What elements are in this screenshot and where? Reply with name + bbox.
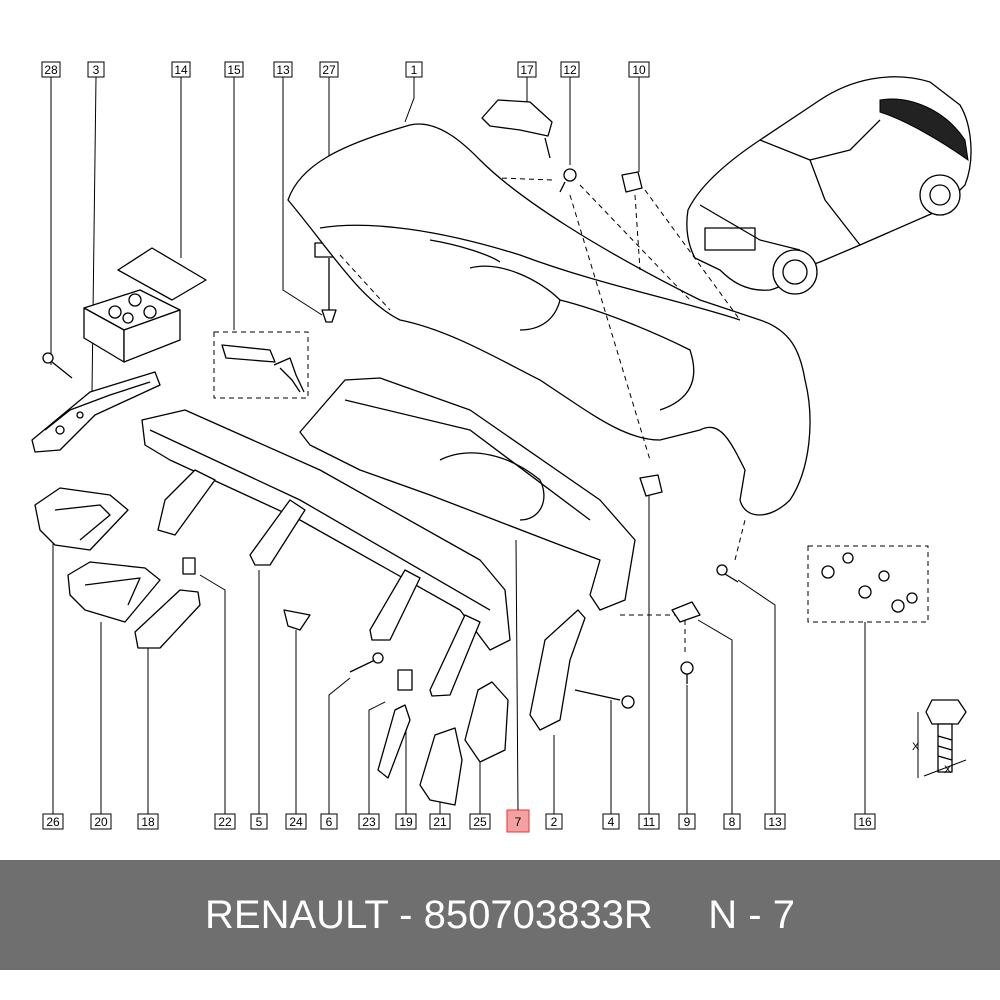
part-21-bracket[interactable]	[419, 727, 463, 806]
part-4-bolts[interactable]	[574, 689, 635, 709]
svg-text:4: 4	[608, 815, 615, 829]
leader-lines-bottom	[52, 495, 866, 814]
svg-text:18: 18	[141, 815, 155, 829]
part-label-7-highlighted[interactable]: 7	[506, 809, 530, 833]
assembly-dash-lines	[339, 177, 746, 655]
part-label-20[interactable]: 20	[90, 813, 112, 830]
svg-text:13: 13	[276, 63, 290, 77]
svg-text:11: 11	[643, 815, 656, 829]
svg-text:19: 19	[399, 815, 413, 829]
part-label-21[interactable]: 21	[429, 813, 451, 830]
part-25-bracket[interactable]	[464, 681, 509, 763]
part-17-bracket[interactable]	[481, 99, 553, 159]
part-label-26[interactable]: 26	[42, 813, 64, 830]
part-label-13-top[interactable]: 13	[273, 61, 293, 78]
part-label-25[interactable]: 25	[469, 813, 491, 830]
kit-16-frame	[807, 545, 929, 623]
part-label-12[interactable]: 12	[560, 61, 580, 78]
dimension-label-width: X	[944, 764, 952, 776]
part-label-10[interactable]: 10	[628, 61, 650, 78]
part-5-bumper-beam[interactable]	[141, 409, 511, 697]
svg-text:27: 27	[322, 63, 336, 77]
bolt-dimension-detail: X X	[912, 699, 967, 778]
part-13-screw[interactable]	[716, 564, 739, 583]
part-18-bracket[interactable]	[134, 589, 201, 649]
part-3-bracket[interactable]	[31, 371, 161, 453]
svg-text:9: 9	[684, 815, 691, 829]
part-8-clip[interactable]	[671, 601, 701, 623]
part-20-reflector[interactable]	[67, 561, 161, 623]
parts-diagram: 28 3 14 15 13 27 1 17 12 10 26 20 18 22 …	[31, 61, 972, 833]
svg-text:21: 21	[433, 815, 447, 829]
part-label-15[interactable]: 15	[224, 61, 244, 78]
svg-text:22: 22	[218, 815, 232, 829]
part-label-2[interactable]: 2	[545, 813, 563, 830]
part-label-11[interactable]: 11	[638, 813, 660, 830]
part-number-caption: RENAULT - 850703833R N - 7	[205, 893, 795, 937]
part-23-bracket[interactable]	[377, 704, 411, 779]
svg-text:26: 26	[46, 815, 60, 829]
part-14-box[interactable]	[83, 247, 207, 363]
svg-text:3: 3	[93, 63, 100, 77]
part-24-clip[interactable]	[283, 609, 311, 631]
svg-text:16: 16	[858, 815, 872, 829]
svg-text:12: 12	[563, 63, 577, 77]
svg-text:5: 5	[256, 815, 263, 829]
part-10-nut[interactable]	[621, 171, 643, 193]
part-label-27[interactable]: 27	[319, 61, 339, 78]
part-label-3[interactable]: 3	[87, 61, 105, 78]
part-label-17[interactable]: 17	[517, 61, 537, 78]
kit-15-frame	[213, 331, 309, 399]
part-22-clip[interactable]	[182, 557, 196, 575]
part-label-13-bottom[interactable]: 13	[764, 813, 786, 830]
part-2-side-bracket[interactable]	[529, 609, 586, 731]
part-label-9[interactable]: 9	[678, 813, 696, 830]
part-12-clip[interactable]	[559, 168, 577, 193]
part-label-1[interactable]: 1	[405, 61, 423, 78]
part-label-14[interactable]: 14	[171, 61, 191, 78]
svg-text:23: 23	[362, 815, 376, 829]
part-label-22[interactable]: 22	[214, 813, 236, 830]
part-label-19[interactable]: 19	[395, 813, 417, 830]
part-label-5[interactable]: 5	[250, 813, 268, 830]
part-11-nut[interactable]	[639, 474, 663, 497]
part-16-clip-kit[interactable]	[821, 552, 918, 613]
part-label-28[interactable]: 28	[41, 61, 61, 78]
part-9-screw[interactable]	[680, 661, 694, 684]
car-illustration	[686, 76, 972, 295]
part-label-18[interactable]: 18	[137, 813, 159, 830]
svg-text:1: 1	[411, 63, 418, 77]
part-1-bumper-cover[interactable]	[287, 123, 811, 516]
svg-text:13: 13	[768, 815, 782, 829]
svg-text:20: 20	[94, 815, 108, 829]
svg-text:17: 17	[520, 63, 534, 77]
svg-text:10: 10	[632, 63, 646, 77]
svg-text:24: 24	[289, 815, 303, 829]
part-7-diffuser[interactable]	[299, 377, 636, 611]
part-label-23[interactable]: 23	[358, 813, 380, 830]
dimension-label-height: X	[912, 741, 920, 753]
part-label-24[interactable]: 24	[285, 813, 307, 830]
part-28-bolt[interactable]	[42, 352, 73, 379]
part-label-16[interactable]: 16	[854, 813, 876, 830]
svg-text:2: 2	[551, 815, 558, 829]
svg-text:7: 7	[515, 815, 522, 829]
part-label-4[interactable]: 4	[602, 813, 620, 830]
part-19-clip[interactable]	[397, 669, 413, 691]
svg-text:8: 8	[729, 815, 736, 829]
svg-text:25: 25	[473, 815, 487, 829]
svg-text:14: 14	[174, 63, 188, 77]
part-label-6[interactable]: 6	[320, 813, 338, 830]
part-6-bolt[interactable]	[349, 652, 384, 673]
footer-bar: RENAULT - 850703833R N - 7	[0, 860, 1000, 970]
svg-text:6: 6	[326, 815, 333, 829]
part-15-bracket[interactable]	[221, 344, 305, 393]
part-label-8[interactable]: 8	[723, 813, 741, 830]
svg-text:28: 28	[44, 63, 58, 77]
part-26-housing[interactable]	[34, 487, 129, 551]
svg-text:15: 15	[227, 63, 241, 77]
